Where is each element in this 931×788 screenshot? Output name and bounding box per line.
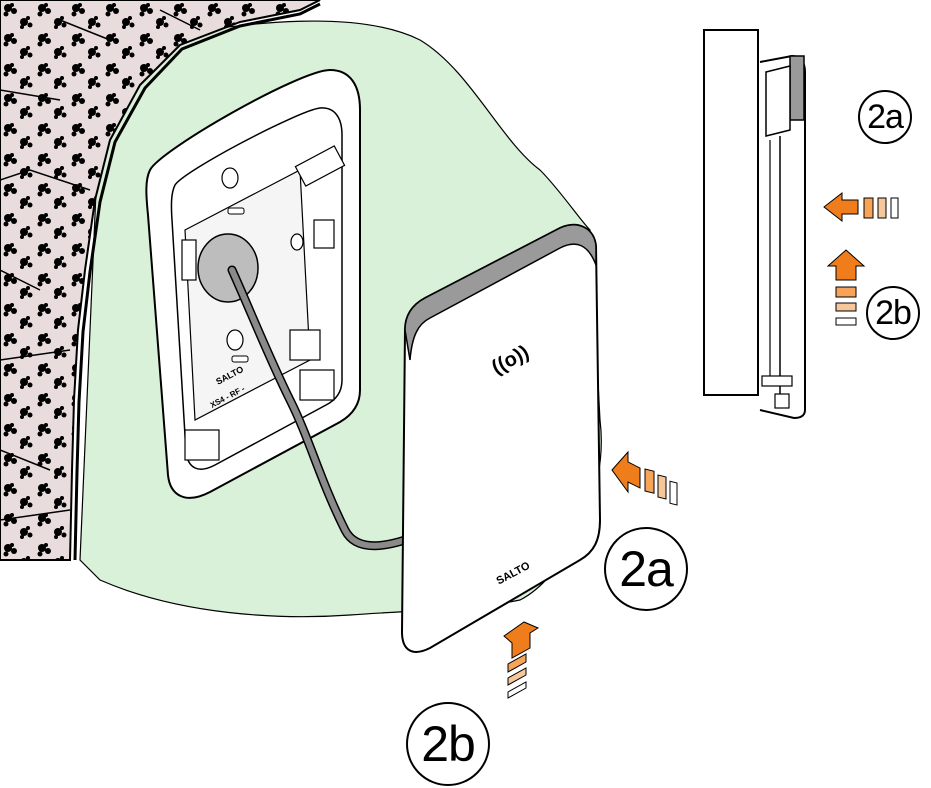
side-arrow-left-icon	[823, 191, 899, 223]
arrow-left-icon	[611, 450, 678, 506]
reader-cover: ((o)) SALTO	[400, 223, 602, 653]
step-label-2a-side: 2a	[858, 90, 912, 144]
side-view-detail	[703, 29, 806, 420]
brick-wall	[0, 0, 321, 561]
step-label-2b-side: 2b	[866, 286, 920, 340]
side-arrow-up-icon	[826, 249, 866, 326]
step-label-2a-main: 2a	[604, 527, 688, 611]
arrow-up-icon	[503, 621, 540, 699]
brick-course-lines	[0, 9, 201, 521]
step-label-2b-main: 2b	[406, 702, 490, 786]
wall-edge	[73, 2, 321, 561]
